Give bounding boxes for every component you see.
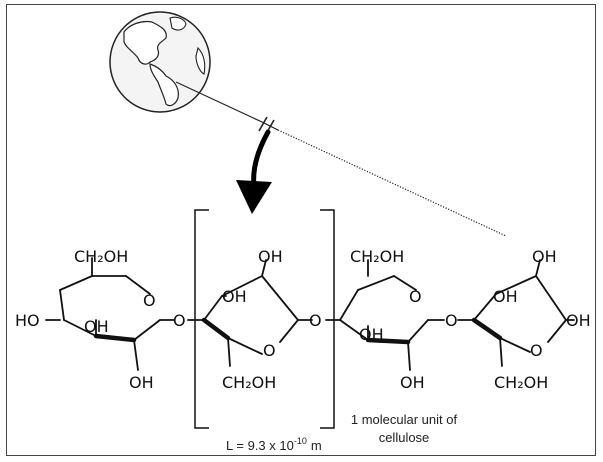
oh-label: OH xyxy=(532,247,557,266)
ch2oh-label: CH₂OH xyxy=(350,247,404,266)
captions: 1 molecular unit of cellulose L = 9.3 x … xyxy=(226,412,457,453)
length-unit: m xyxy=(311,438,322,453)
ring-oxygen-label: O xyxy=(143,291,156,310)
repeat-unit-brackets xyxy=(194,209,335,429)
curved-arrow xyxy=(236,129,272,214)
glycosidic-oxygen-label: O xyxy=(173,311,186,330)
ring-oxygen-label: O xyxy=(409,287,422,306)
length-exponent: -10 xyxy=(294,436,307,446)
length-prefix: L = 9.3 x 10 xyxy=(226,438,294,453)
oh-label: OH xyxy=(493,287,518,306)
oh-label: OH xyxy=(258,247,283,266)
ring-oxygen-label: O xyxy=(263,341,276,360)
oh-label: OH xyxy=(129,373,154,392)
oh-label: OH xyxy=(84,317,109,336)
earth-globe xyxy=(109,11,211,113)
scale-line xyxy=(175,81,507,237)
unit-caption-line1: 1 molecular unit of xyxy=(351,412,458,427)
molecule-bonds xyxy=(45,257,575,371)
oh-label: OH xyxy=(566,311,591,330)
glycosidic-oxygen-label: O xyxy=(445,311,458,330)
oh-label: OH xyxy=(400,373,425,392)
ch2oh-label: CH₂OH xyxy=(222,373,276,392)
ch2oh-label: CH₂OH xyxy=(74,247,128,266)
ho-label: HO xyxy=(15,311,40,330)
atom-labels: CH₂OH O HO OH OH O OH OH O CH₂OH O CH₂OH… xyxy=(15,247,591,392)
oh-label: OH xyxy=(359,325,384,344)
ch2oh-label: CH₂OH xyxy=(494,373,548,392)
diagram-border xyxy=(6,4,596,456)
glycosidic-oxygen-label: O xyxy=(309,311,322,330)
oh-label: OH xyxy=(222,287,247,306)
unit-caption-line2: cellulose xyxy=(379,430,430,445)
length-label: L = 9.3 x 10-10 m xyxy=(226,436,322,453)
ring-oxygen-label: O xyxy=(530,341,543,360)
